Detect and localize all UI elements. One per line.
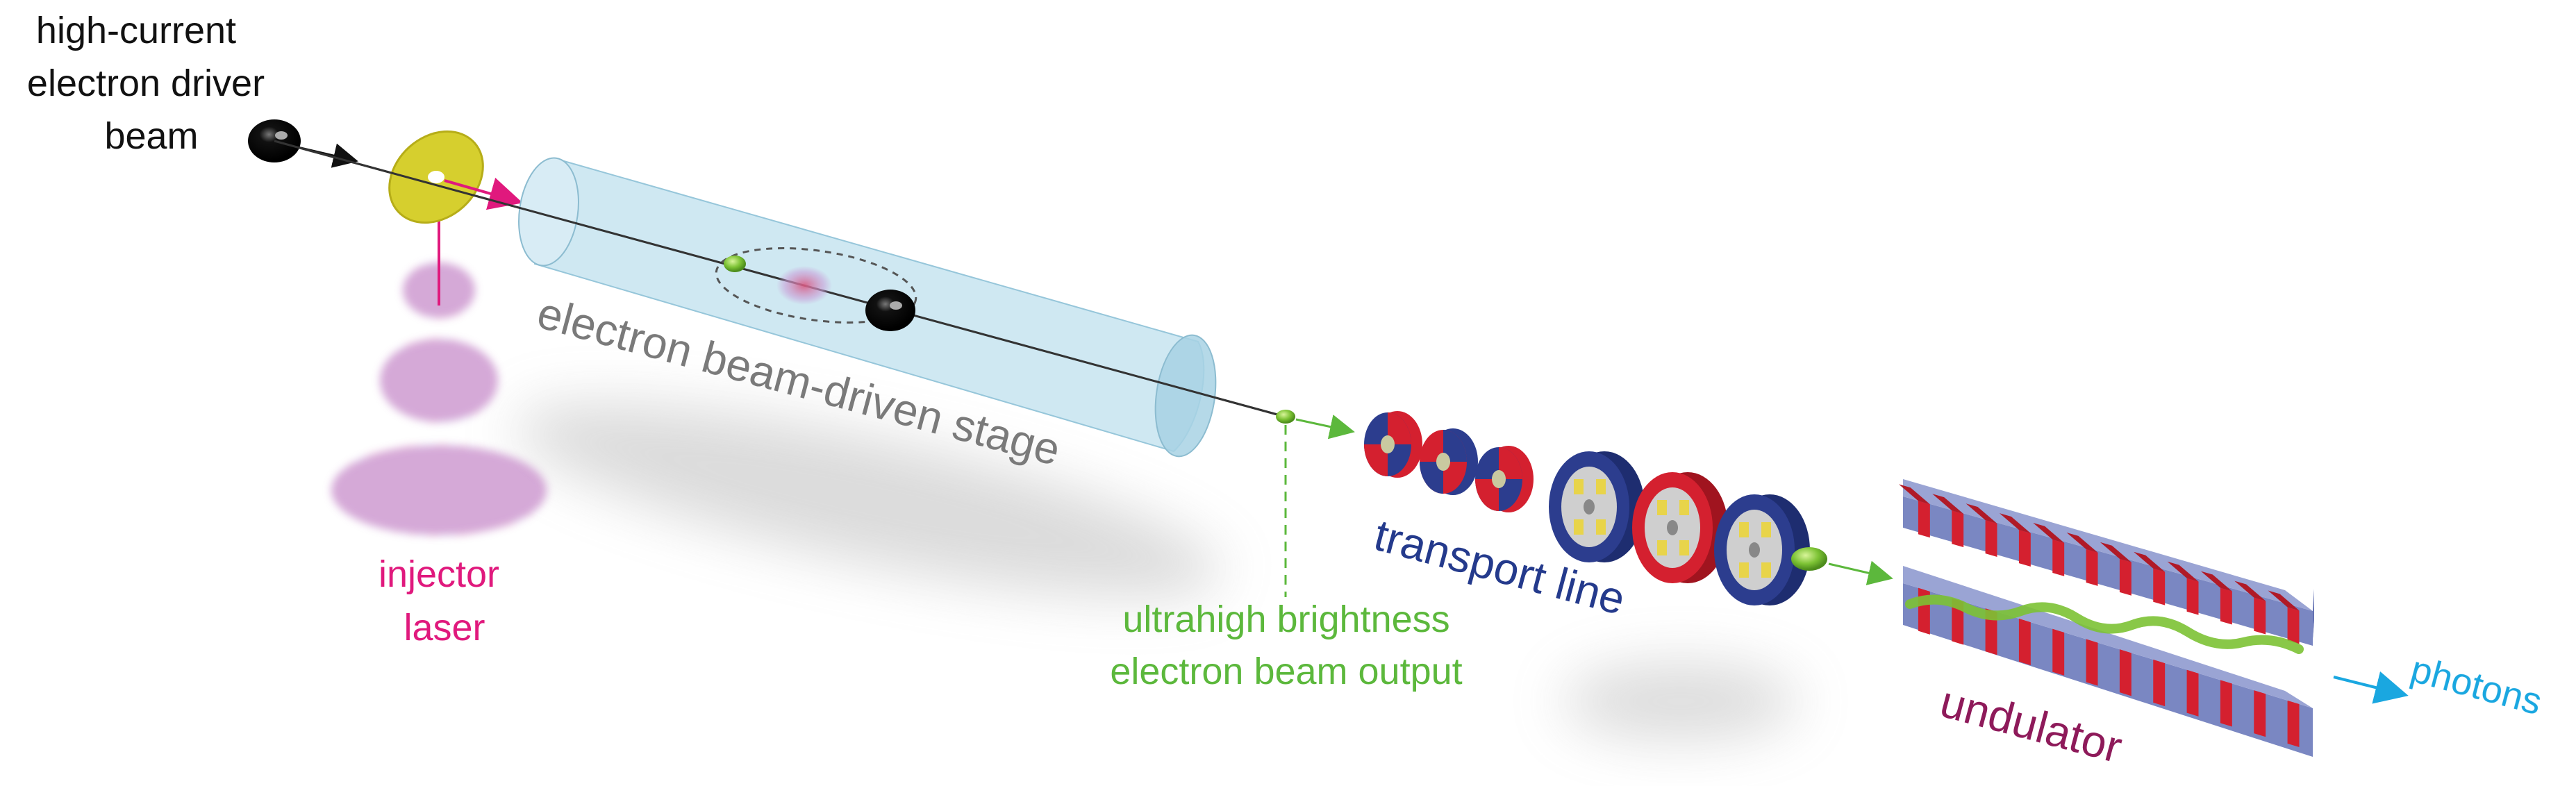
undulator-radiation	[1905, 594, 2304, 654]
undulator-upper-magnet	[2052, 540, 2065, 576]
undulator-upper-magnet	[2153, 568, 2166, 605]
undulator-upper-magnet-top	[2268, 590, 2300, 611]
undulator-upper-magnet-top	[2200, 571, 2232, 592]
undulator-upper-magnet-top	[2033, 523, 2065, 543]
undulator-lower-magnet	[2153, 659, 2166, 707]
label-injector-line2: laser	[404, 607, 485, 649]
label-photons: photons	[2407, 649, 2546, 724]
undulator-upper-magnet	[2086, 549, 2098, 586]
undulator-upper-magnet-top	[1898, 484, 1930, 505]
label-injector-laser: injector laser	[379, 553, 499, 649]
undulator-upper-magnet-top	[2100, 542, 2132, 562]
quad-large-3	[1714, 494, 1810, 605]
label-driver-line1: high-current	[36, 10, 236, 51]
label-output-line1: ultrahigh brightness	[1122, 599, 1449, 640]
undulator-upper-magnet-top	[2134, 551, 2166, 572]
undulator-upper-magnet	[2220, 587, 2232, 625]
label-undulator: undulator	[1935, 676, 2127, 773]
label-injector-line1: injector	[379, 553, 499, 595]
undulator-upper-magnet-top	[2167, 561, 2199, 582]
undulator-lower-magnet	[1918, 587, 1930, 635]
label-driver-line2: electron driver	[27, 62, 265, 104]
undulator-upper-magnet	[2186, 578, 2199, 615]
undulator-lower-magnet	[2186, 669, 2199, 717]
quad-small-2	[1420, 428, 1478, 495]
driver-bunch-in-stage	[865, 290, 915, 331]
undulator-lower-magnet	[2119, 649, 2132, 696]
quad-large-2	[1632, 472, 1728, 583]
undulator-upper-magnet-top	[1999, 513, 2031, 533]
undulator-upper-magnet	[1918, 501, 1930, 538]
laser-reflected-arrow	[444, 177, 523, 210]
undulator-upper-magnet	[2254, 597, 2266, 635]
undulator-lower-magnet	[2052, 628, 2065, 676]
label-driver-beam: high-current electron driver beam	[27, 10, 265, 157]
focused-beam-arrow	[1828, 560, 1893, 585]
undulator-upper-magnet	[2018, 530, 2031, 567]
holed-mirror	[388, 130, 484, 224]
undulator-upper-magnet-top	[2234, 580, 2266, 601]
undulator-lower-magnet	[2254, 690, 2266, 737]
label-output-line2: electron beam output	[1110, 651, 1462, 692]
focused-bunch	[1791, 547, 1827, 571]
label-output-beam: ultrahigh brightness electron beam outpu…	[1110, 599, 1462, 692]
output-bunch	[1276, 410, 1295, 424]
undulator-lower-magnet	[2287, 700, 2300, 748]
output-beam-arrow	[1295, 415, 1355, 440]
ground-shadows	[515, 403, 1799, 739]
photons-arrow	[2333, 671, 2409, 704]
undulator-upper-magnet	[1985, 520, 1997, 558]
undulator-upper-magnet-top	[1966, 503, 1997, 524]
undulator-upper-magnet-top	[1932, 494, 1964, 515]
undulator-lower-magnet	[2220, 680, 2232, 727]
undulator-upper-magnet-top	[2066, 532, 2098, 553]
quad-small-1	[1364, 411, 1422, 478]
quad-small-3	[1475, 446, 1534, 512]
plasma-wake	[715, 247, 917, 324]
quad-large-1	[1549, 451, 1645, 562]
undulator-upper-jaw	[1898, 479, 2314, 646]
injector-laser-pulses	[331, 262, 547, 535]
undulator	[1898, 479, 2314, 757]
transport-quadrupoles	[1364, 411, 1810, 605]
undulator-upper-magnet	[1952, 510, 1964, 548]
witness-bunch-in-stage	[724, 256, 746, 272]
undulator-lower-jaw	[1903, 566, 2313, 757]
undulator-upper-magnet	[2287, 607, 2300, 644]
label-driver-line3: beam	[104, 115, 198, 157]
undulator-upper-magnet	[2119, 558, 2132, 596]
undulator-lower-magnet	[2018, 618, 2031, 666]
undulator-lower-magnet	[2086, 639, 2098, 686]
